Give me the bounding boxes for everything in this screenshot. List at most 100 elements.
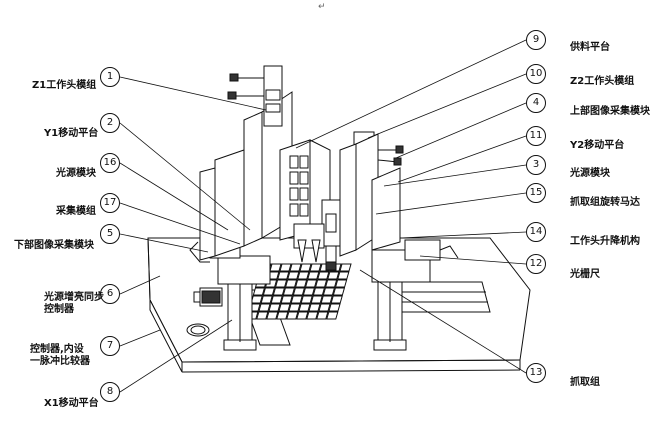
label-13: 抓取组 — [570, 377, 600, 388]
leader-lines — [119, 39, 527, 393]
callout-16: 16 — [100, 153, 120, 173]
tray-cell — [326, 311, 339, 320]
tray-cell — [252, 287, 266, 296]
return-mark: ↵ — [318, 2, 326, 12]
tray-cell — [288, 303, 301, 312]
callout-8: 8 — [100, 382, 120, 402]
side-cables — [189, 241, 459, 263]
tray-cell — [317, 271, 330, 280]
z1-tower — [199, 65, 293, 261]
label-12: 光栅尺 — [570, 269, 600, 280]
tray-cell — [298, 303, 311, 312]
feeder-slot — [289, 155, 299, 169]
callout-7: 7 — [100, 336, 120, 356]
tray-cell — [280, 295, 293, 304]
tray-cell — [266, 311, 279, 320]
grid-tray — [246, 263, 352, 320]
label-4: 上部图像采集模块 — [570, 106, 650, 117]
tray-cell — [258, 303, 271, 312]
gripper-assembly — [293, 199, 341, 271]
callout-9: 9 — [526, 30, 546, 50]
tray-cell — [269, 263, 282, 272]
label-15: 抓取组旋转马达 — [570, 197, 640, 208]
tray-cell — [274, 279, 288, 288]
tray-cell — [290, 295, 303, 304]
callout-17: 17 — [100, 193, 120, 213]
leader-line — [419, 255, 527, 265]
leader-line — [119, 76, 267, 111]
feeder-slot — [289, 171, 299, 185]
leader-line — [119, 122, 251, 231]
label-2: Y1移动平台 — [44, 128, 99, 139]
tray-cell — [256, 311, 269, 320]
callout-6: 6 — [100, 284, 120, 304]
tray-cell — [307, 271, 320, 280]
support-columns — [223, 279, 407, 351]
feeder-slot — [289, 187, 299, 201]
label-14: 工作头升降机构 — [570, 236, 640, 247]
label-3: 光源模块 — [570, 168, 610, 179]
callout-15: 15 — [526, 183, 546, 203]
tray-cell — [322, 287, 336, 296]
tray-cell — [337, 271, 350, 280]
label-17: 采集模组 — [56, 206, 96, 217]
leader-line — [395, 102, 527, 159]
tray-cell — [320, 295, 333, 304]
tray-cell — [327, 271, 340, 280]
callout-10: 10 — [526, 64, 546, 84]
tray-cell — [300, 295, 313, 304]
leader-line — [383, 164, 527, 187]
label-16: 光源模块 — [56, 168, 96, 179]
tray-cell — [316, 311, 329, 320]
callout-12: 12 — [526, 254, 546, 274]
leader-line — [375, 192, 527, 215]
callout-3: 3 — [526, 155, 546, 175]
feeder-slot — [299, 171, 309, 185]
tray-cell — [272, 287, 286, 296]
tray-cell — [262, 287, 276, 296]
callout-14: 14 — [526, 222, 546, 242]
tray-cell — [309, 263, 322, 272]
label-1: Z1工作头模组 — [32, 80, 97, 91]
leader-line — [399, 231, 527, 239]
tray-cell — [308, 303, 321, 312]
feeder-slot — [299, 187, 309, 201]
label-6: 光源增亮同步控制器 — [44, 292, 104, 315]
label-7: 控制器,内设一脉冲比较器 — [30, 344, 90, 367]
leader-line — [119, 162, 229, 231]
tray-cell — [279, 263, 292, 272]
tray-cell — [289, 263, 302, 272]
tray-cell — [250, 295, 263, 304]
tray-cell — [330, 295, 343, 304]
tray-cell — [306, 311, 319, 320]
tray-cell — [332, 287, 346, 296]
z2-tower — [339, 131, 404, 257]
tray-cell — [292, 287, 306, 296]
callout-4: 4 — [526, 93, 546, 113]
gantry-beams — [209, 239, 441, 285]
tray-cell — [334, 279, 348, 288]
leader-line — [119, 329, 161, 347]
leader-line — [119, 233, 209, 253]
leader-line — [367, 73, 527, 139]
tray-cell — [276, 311, 289, 320]
tray-cell — [304, 279, 318, 288]
feeder-slot — [289, 203, 299, 217]
tray-cell — [299, 263, 312, 272]
leader-line — [397, 135, 527, 183]
tray-cell — [310, 295, 323, 304]
tray-cell — [302, 287, 316, 296]
leader-line — [119, 319, 233, 393]
callout-11: 11 — [526, 126, 546, 146]
tray-cell — [297, 271, 310, 280]
callout-2: 2 — [100, 113, 120, 133]
tray-cell — [294, 279, 308, 288]
tray-cell — [312, 287, 326, 296]
tray-cell — [318, 303, 331, 312]
tray-cell — [277, 271, 290, 280]
feeder-slot — [299, 155, 309, 169]
tray-cell — [284, 279, 298, 288]
tray-cell — [314, 279, 328, 288]
label-9: 供料平台 — [570, 42, 610, 53]
